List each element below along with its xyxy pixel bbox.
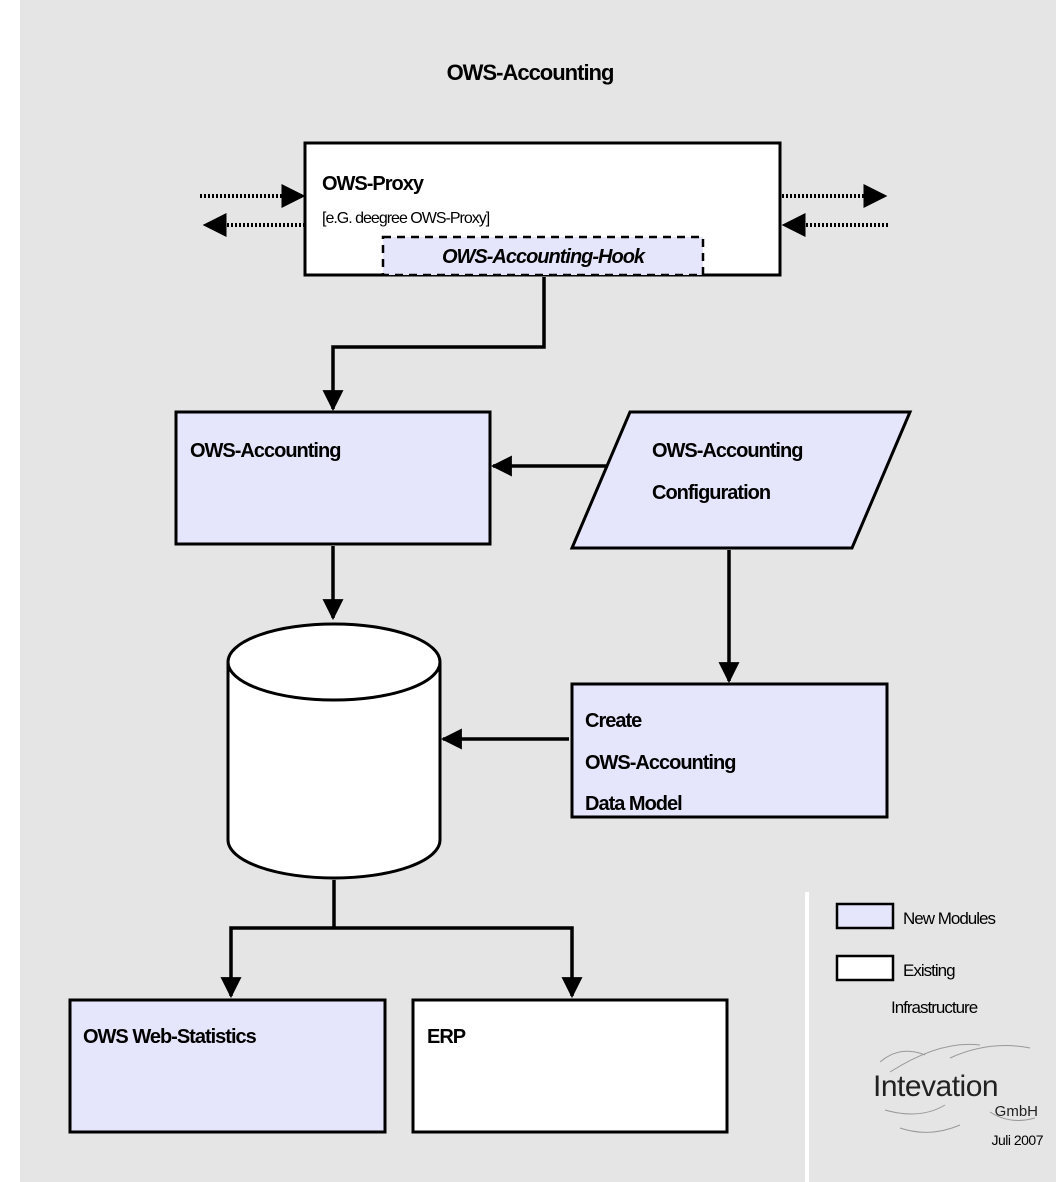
proxy-sublabel: [e.G. deegree OWS-Proxy]: [322, 210, 490, 227]
web-statistics-box: [68, 998, 387, 1134]
create-model-line3: Data Model: [585, 793, 682, 815]
web-statistics-label: OWS Web-Statistics: [83, 1026, 257, 1048]
database-cylinder: [226, 622, 442, 880]
configuration-line1: OWS-Accounting: [652, 440, 802, 462]
legend-date: Juli 2007: [991, 1132, 1043, 1148]
logo-suffix: GmbH: [995, 1103, 1038, 1120]
legend-existing-swatch: [835, 954, 895, 982]
create-model-box: [570, 682, 889, 819]
accounting-label: OWS-Accounting: [190, 440, 340, 462]
proxy-label: OWS-Proxy: [322, 173, 425, 195]
diagram-title: OWS-Accounting: [447, 60, 614, 85]
legend-new-swatch: [835, 902, 895, 930]
hook-to-accounting-arrow: [322, 277, 546, 412]
logo-name: Intevation: [873, 1070, 998, 1103]
database-to-erp-arrow: [334, 926, 583, 999]
erp-label: ERP: [427, 1026, 466, 1048]
accounting-hook-box: [381, 235, 705, 277]
configuration-parallelogram: [569, 410, 913, 550]
legend-existing-line1: Existing: [903, 961, 955, 980]
legend-existing-line2: Infrastructure: [891, 998, 978, 1017]
accounting-box: [174, 410, 492, 546]
erp-box: [411, 998, 729, 1134]
intevation-logo: Intevation GmbH: [873, 1043, 1038, 1133]
accounting-hook-label: OWS-Accounting-Hook: [442, 246, 646, 268]
database-to-statistics-arrow: [220, 926, 334, 999]
legend-separator: [805, 892, 809, 1182]
configuration-line2: Configuration: [652, 482, 770, 504]
legend-new-label: New Modules: [903, 909, 995, 928]
create-model-line2: OWS-Accounting: [585, 752, 735, 774]
create-model-line1: Create: [585, 710, 642, 732]
